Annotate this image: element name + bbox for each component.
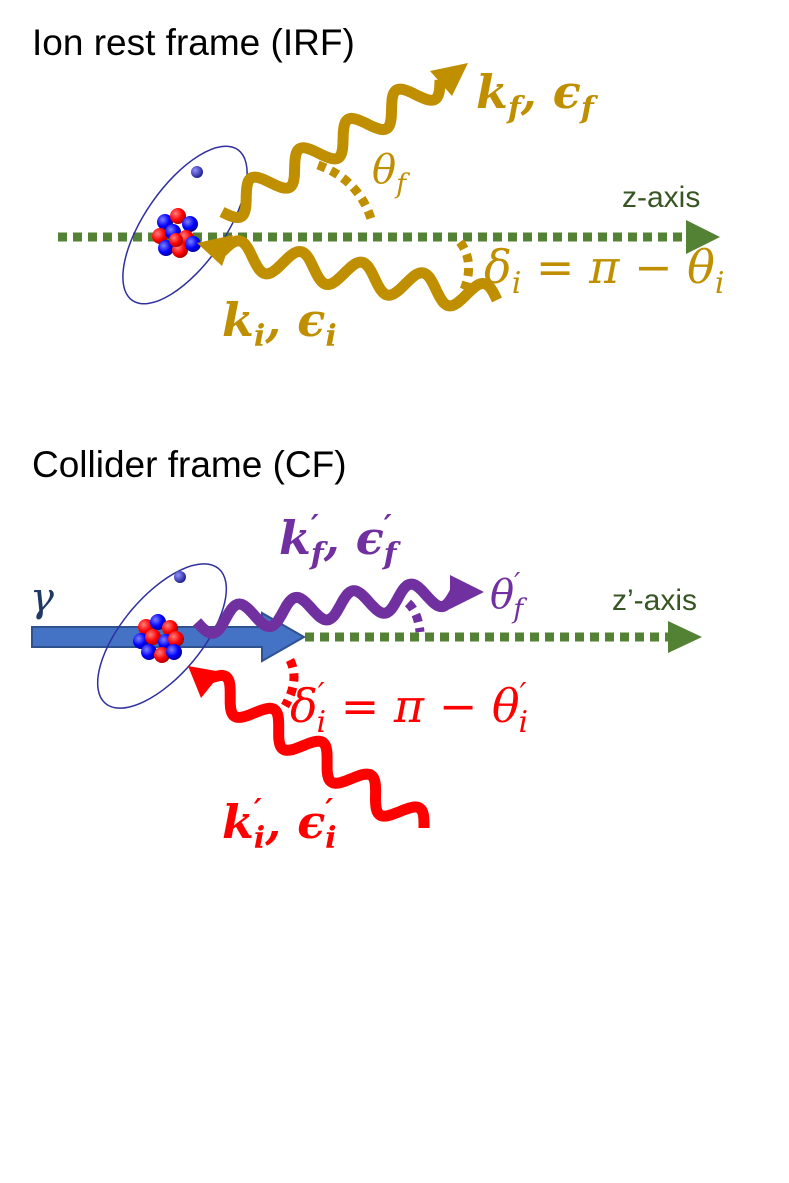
cf-kf-label: k′f, ϵ′f: [279, 509, 402, 572]
nucleus: [133, 614, 184, 663]
gamma-label: γ: [30, 575, 54, 621]
cf-panel: Collider frame (CF) z’-axis γ: [30, 444, 702, 856]
cf-outgoing-photon: [192, 578, 460, 639]
irf-atom: [122, 145, 248, 305]
irf-kf-label: kf, ϵf: [476, 65, 599, 126]
cf-outgoing-photon-arrowhead: [450, 575, 484, 609]
irf-panel: Ion rest frame (IRF) z-axis: [32, 22, 724, 354]
cf-atom: [96, 563, 228, 709]
cf-ki-label: k′i, ϵ′i: [222, 793, 337, 856]
irf-outgoing-photon-arrowhead: [430, 63, 468, 96]
nucleus: [152, 208, 201, 258]
irf-theta-arc: [316, 160, 377, 224]
irf-outgoing-photon: [219, 77, 446, 223]
irf-title: Ion rest frame (IRF): [32, 22, 355, 63]
cf-delta-arc: [281, 657, 299, 709]
irf-theta-label: θf: [372, 147, 410, 200]
cf-incoming-photon-arrowhead: [188, 666, 222, 698]
electron-orbit: [96, 563, 228, 709]
cf-incoming-photon: [203, 669, 430, 831]
irf-delta-arc: [456, 239, 474, 292]
cf-theta-arc: [404, 599, 425, 633]
irf-ki-label: ki, ϵi: [222, 293, 337, 354]
cf-delta-label: δ′i = π − θ′i: [290, 677, 528, 740]
z-prime-axis-label: z’-axis: [612, 584, 697, 617]
irf-delta-label: δi = π − θi: [484, 240, 724, 301]
electron: [191, 166, 203, 178]
irf-incoming-photon: [218, 235, 502, 312]
cf-title: Collider frame (CF): [32, 444, 347, 485]
z-prime-axis-arrowhead: [668, 621, 702, 653]
irf-incoming-photon-arrowhead: [197, 235, 233, 266]
cf-theta-label: θ′f: [490, 568, 527, 625]
z-axis-arrowhead: [686, 220, 720, 254]
z-axis-label: z-axis: [622, 181, 700, 214]
electron: [174, 571, 186, 583]
